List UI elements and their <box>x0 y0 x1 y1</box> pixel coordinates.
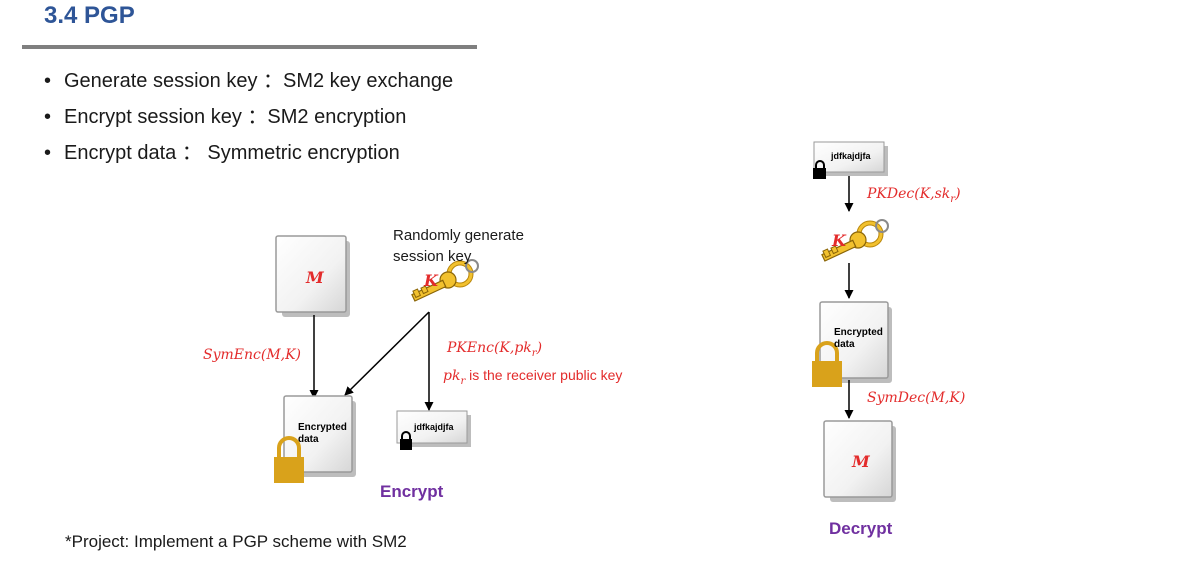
message-document <box>823 420 896 502</box>
ciphertext-document <box>813 141 888 176</box>
page-title: 3.4 PGP <box>44 2 135 29</box>
bullet-item: Generate session key ：SM2 key exchange <box>44 67 453 103</box>
lock-icon <box>400 431 412 450</box>
key-symbol: K <box>832 231 846 250</box>
bullet-sep: ： <box>181 142 202 164</box>
ciphertext-label: jdfkajdjfa <box>831 151 871 161</box>
message-symbol: M <box>306 268 324 287</box>
bullet-label: Encrypt data <box>64 142 177 164</box>
bullet-sep: ： <box>247 106 268 128</box>
bullet-label: Encrypt session key <box>64 106 242 128</box>
message-symbol: M <box>852 452 870 471</box>
bullet-value: SM2 key exchange <box>283 70 454 92</box>
public-key-note: pkr is the receiver public key <box>443 367 623 387</box>
ciphertext-document <box>396 410 471 447</box>
ciphertext-label: jdfkajdjfa <box>414 422 454 432</box>
bullet-value: SM2 encryption <box>267 106 407 128</box>
pkdec-formula: PKDec(K,skr) <box>867 186 961 205</box>
bullet-value: Symmetric encryption <box>201 142 400 164</box>
bullet-sep: ： <box>263 70 283 92</box>
bullet-list: Generate session key ：SM2 key exchange E… <box>44 67 453 175</box>
decrypt-title: Decrypt <box>829 519 893 538</box>
random-key-note: Randomly generate session key <box>393 227 524 265</box>
bullet-item: Encrypt data ： Symmetric encryption <box>44 139 453 175</box>
bullet-item: Encrypt session key ：SM2 encryption <box>44 103 453 139</box>
message-document <box>275 235 350 317</box>
symdec-formula: SymDec(M,K) <box>867 390 966 406</box>
bullet-label: Generate session key <box>64 70 258 92</box>
lock-icon <box>813 160 826 179</box>
pkenc-formula: PKEnc(K,pkr) <box>447 340 543 359</box>
lock-icon <box>812 341 842 387</box>
encrypt-title: Encrypt <box>380 482 444 501</box>
lock-icon <box>274 436 304 483</box>
symenc-formula: SymEnc(M,K) <box>203 347 302 363</box>
encrypted-data-label: Encrypted data <box>834 327 883 350</box>
project-note: *Project: Implement a PGP scheme with SM… <box>65 532 407 551</box>
title-underline <box>22 45 477 49</box>
arrow-key-to-data <box>344 311 430 396</box>
key-symbol: K <box>424 271 438 290</box>
encrypted-data-label: Encrypted data <box>298 422 347 445</box>
